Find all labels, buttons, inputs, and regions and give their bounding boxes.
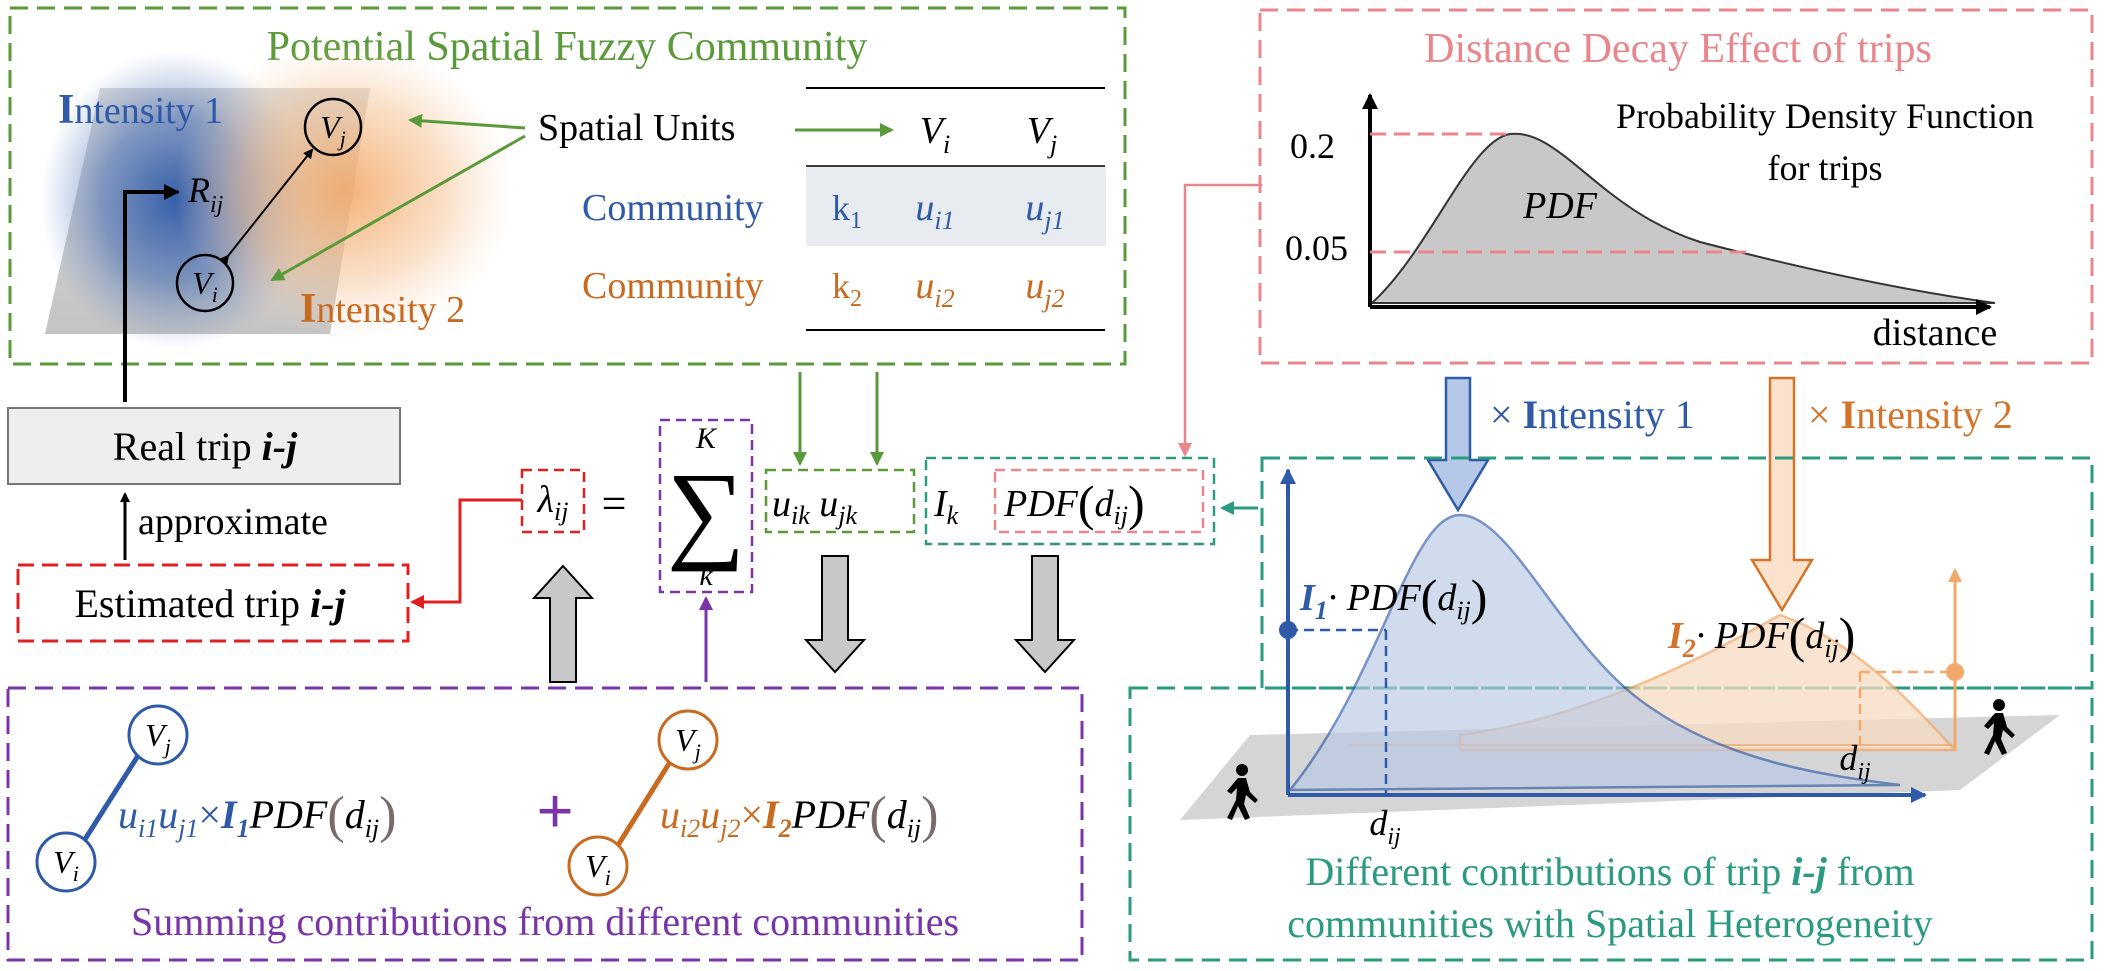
svg-text:Vj: Vj [320,109,346,151]
pdf-dij-box [993,468,1205,534]
decay-box: Distance Decay Effect of trips 0.2 0.05 … [1258,8,2094,365]
pdf-label: PDF [1522,185,1598,227]
y-tick-low: 0.05 [1285,228,1348,268]
svg-text:Estimated trip i-j: Estimated trip i-j [74,581,346,626]
intensity-pdf-box [924,456,1216,546]
svg-text:Vi: Vi [920,110,950,159]
sum-symbol: ∑ [667,450,745,572]
term2-node-vj [657,709,719,771]
i2-pdf-label: I2· PDF(dij) [1667,607,1855,663]
svg-text:k2: k2 [832,266,862,312]
decay-box-title: Distance Decay Effect of trips [1424,26,1932,72]
walking-person-icon [1227,764,1258,820]
summing-box: Vj Vi ui1uj1×I1PDF(dij) + Vj Vi ui2uj2×I… [6,686,1084,962]
pdf-title-line1: Probability Density Function [1616,96,2034,136]
svg-text:uj2: uj2 [1025,265,1064,313]
i1-pdf-label: I1· PDF(dij) [1299,569,1487,625]
membership-table: Vi Vj Community k1 ui1 uj1 Community k2 … [582,87,1106,331]
svg-text:uik ujk: uik ujk [772,483,857,530]
term2: ui2uj2×I2PDF(dij) [660,787,938,844]
rij-arrow [219,148,314,266]
pdf-curve [1369,132,1996,304]
svg-text:uj1: uj1 [1025,187,1064,235]
svg-text:PDF(dij): PDF(dij) [1003,475,1145,531]
svg-text:Vi: Vi [192,265,218,307]
svg-text:k: k [699,559,713,592]
times-intensity-1: × Intensity 1 [1490,392,1695,437]
intensity-2-label: Intensity 2 [300,286,465,332]
term1: ui1uj1×I1PDF(dij) [118,787,396,844]
plus-sign: + [536,775,574,848]
svg-text:Real trip i-j: Real trip i-j [113,424,298,469]
y-tick-high: 0.2 [1290,126,1335,166]
community-box: Potential Spatial Fuzzy Community Intens… [8,6,1127,366]
pdf-title-line2: for trips [1768,148,1883,188]
lambda-ij: λij [537,479,569,526]
term2-node-vi [567,835,629,897]
real-trip-box [7,407,401,485]
svg-text:Ik: Ik [933,483,959,530]
blue-curve [1287,513,1901,792]
estimated-trip-box [16,563,410,643]
block-arrows [531,376,1815,683]
dij-label-orange: dij [1839,738,1871,785]
heterogeneity-box: I1· PDF(dij) I2· PDF(dij) dij dij Differ… [1128,456,2094,962]
approximate-label: approximate [138,501,328,543]
svg-text:ui2: ui2 [915,265,954,313]
term1-node-vj [127,704,189,766]
times-intensity-2: × Intensity 2 [1808,392,2013,437]
table-row-1-label: Community [582,187,764,229]
table-row-2-label: Community [582,265,764,307]
dij-label-blue: dij [1369,803,1401,850]
trip-flow: Real trip i-j approximate Estimated trip… [7,184,410,643]
walking-person-icon [1984,699,2015,755]
node-vi [175,253,235,313]
spatial-units-label: Spatial Units [538,107,735,149]
hetero-caption-line2: communities with Spatial Heterogeneity [1287,901,1932,946]
svg-text:ui1: ui1 [915,187,954,235]
summing-caption: Summing contributions from different com… [131,899,959,944]
svg-text:=: = [602,479,627,528]
sum-box [658,418,754,594]
hetero-caption-line1: Different contributions of trip i-j from [1305,849,1914,894]
rij-label: Rij [187,170,224,218]
svg-text:K: K [695,422,718,455]
formula: λij = K ∑ k uik ujk Ik PDF(dij) [410,372,1258,609]
distance-label: distance [1873,312,1998,354]
membership-product-box [764,468,916,534]
node-vj [303,97,363,157]
term1-node-vi [35,831,97,893]
svg-text:k1: k1 [832,188,862,234]
svg-text:Vj: Vj [1027,110,1057,159]
intensity-1-label: Intensity 1 [58,87,223,133]
